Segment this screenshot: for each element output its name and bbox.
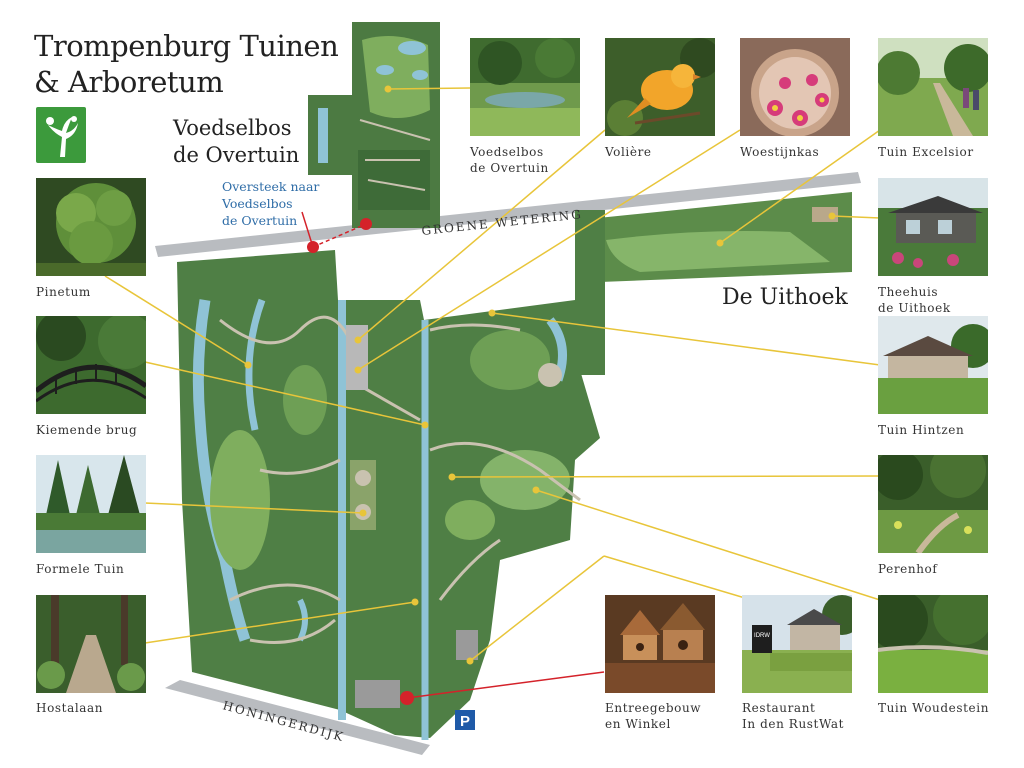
photo-voliere [605,38,715,136]
garden-path-icon [878,38,988,136]
crossing-label: Oversteek naar Voedselbos de Overtuin [222,178,319,229]
woodland-garden-icon [878,455,988,553]
leader-hostalaan [144,601,416,644]
caption-pinetum: Pinetum [36,285,91,299]
caption-excelsior: Tuin Excelsior [878,145,974,159]
caption-hostalaan: Hostalaan [36,701,104,715]
photo-woudestein [878,595,988,693]
crossing-label-line-2: Voedselbos [222,196,293,211]
leader-voliere [357,129,606,341]
parking-sign [455,710,475,730]
crossing-label-line-3: de Overtuin [222,213,298,228]
photo-perenhof [878,455,988,553]
caption-voedselbos: Voedselbos de Overtuin [470,145,549,175]
photo-woestijnkas [740,38,850,136]
voedselbos-title-line-1: Voedselbos [173,116,292,140]
caption-restaurant: Restaurant In den RustWat [742,701,845,731]
uithoek-title: De Uithoek [722,285,848,310]
page-title-line-1: Trompenburg Tuinen [34,29,339,63]
entrance-leader [406,671,605,699]
trompenburg-logo [36,107,86,163]
caption-entreegebouw: Entreegebouw en Winkel [605,701,702,731]
caption-formele-tuin: Formele Tuin [36,562,125,576]
leader-perenhof [451,475,881,478]
photo-hintzen [878,316,988,414]
voedselbos-title-line-2: de Overtuin [173,143,300,167]
leader-theehuis [831,215,881,219]
caption-voliere: Volière [605,145,652,159]
leader-dots [244,85,836,665]
leader-kiemende [144,361,426,426]
formal-pond-icon [36,455,146,553]
bridge-icon [36,316,146,414]
photo-entreegebouw [605,595,715,693]
lawn-trees-icon [878,595,988,693]
photo-pinetum [36,178,146,276]
caption-kiemende-brug: Kiemende brug [36,423,138,437]
voedselbos-title: Voedselbos de Overtuin [173,115,299,169]
restaurant-sign-text: IDRW [754,633,770,639]
leader-formele [144,502,364,514]
photo-formele-tuin [36,455,146,553]
photo-excelsior [878,38,988,136]
birdhouses-icon [605,595,715,693]
caption-hintzen: Tuin Hintzen [878,423,965,437]
crossing-marker-south [307,241,319,253]
photo-restaurant: IDRW [742,595,852,693]
leader-lines [104,87,881,662]
photo-voedselbos [470,38,580,136]
caption-woudestein: Tuin Woudestein [878,701,990,715]
crossing-label-line-1: Oversteek naar [222,179,320,194]
conifers-icon [36,178,146,276]
leader-woestijnkas [357,129,741,371]
page-title-line-2: & Arboretum [34,65,224,99]
villa-lawn-icon [878,316,988,414]
photo-theehuis [878,178,988,276]
tree-logo-icon [46,116,78,157]
cactus-flower-icon [740,38,850,136]
leader-restaurant-2 [469,555,605,662]
road-honingerdijk [165,680,430,755]
page-title: Trompenburg Tuinen & Arboretum [34,28,339,100]
parking-symbol: P [460,713,470,730]
entrance-marker [400,691,414,705]
leader-pinetum [104,275,249,366]
leader-restaurant [603,555,746,599]
caption-perenhof: Perenhof [878,562,938,576]
restaurant-sign-icon: IDRW [742,595,852,693]
leader-woudestein [535,489,881,601]
forest-path-icon [36,595,146,693]
crossing-marker-north [360,218,372,230]
pond-garden-icon [470,38,580,136]
crossing-line [312,223,367,248]
map-main-park [177,192,852,740]
caption-theehuis: Theehuis de Uithoek [878,285,951,315]
photo-hostalaan [36,595,146,693]
map-voedselbos-area [308,22,440,228]
crossing-label-leader [301,211,313,245]
leader-voedselbos [387,87,471,90]
leader-hintzen [491,312,881,366]
caption-woestijnkas: Woestijnkas [740,145,820,159]
tea-house-icon [878,178,988,276]
road-groene-wetering [155,172,861,257]
canary-icon [605,38,715,136]
photo-kiemende-brug [36,316,146,414]
leader-excelsior [719,129,881,244]
